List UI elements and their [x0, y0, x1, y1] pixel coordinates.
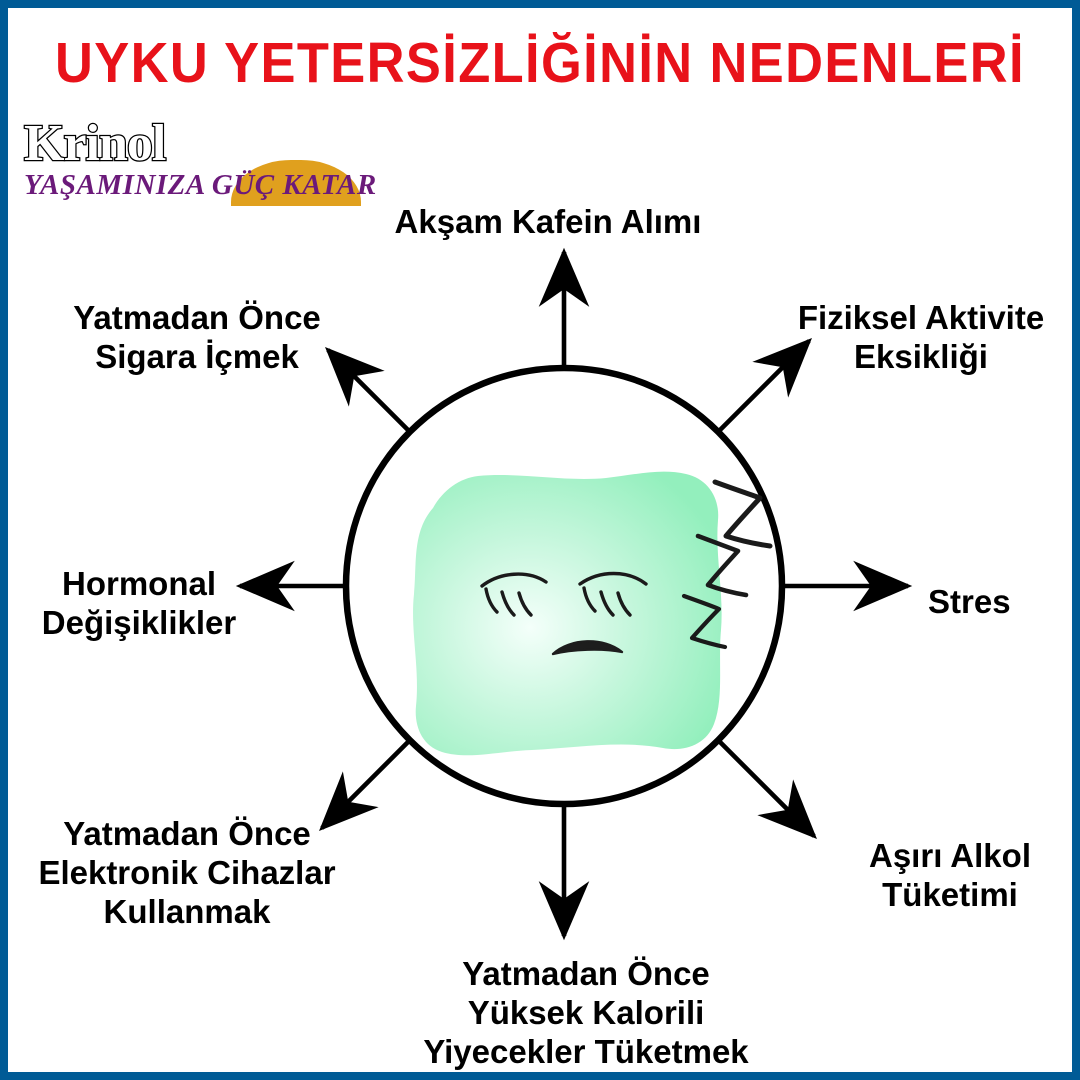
arrow-alcohol: [716, 738, 817, 839]
label-smoking: Yatmadan Önce Sigara İçmek: [73, 299, 321, 375]
brand-logo: Krinol YAŞAMINIZA GÜÇ KATAR: [16, 114, 376, 218]
arrow-activity: [716, 338, 812, 434]
logo-slogan-text: YAŞAMINIZA GÜÇ KATAR: [24, 169, 377, 201]
label-high-calorie-food: Yatmadan Önce Yüksek Kalorili Yiyecekler…: [423, 955, 749, 1070]
label-caffeine: Akşam Kafein Alımı: [394, 203, 702, 240]
arrow-group: [235, 247, 913, 941]
snore-zigzag-marks: [681, 479, 773, 650]
frown-mouth: [551, 640, 624, 656]
label-physical-activity: Fiziksel Aktivite Eksikliği: [797, 299, 1045, 375]
label-electronic-devices: Yatmadan Önce Elektronik Cihazlar Kullan…: [38, 815, 336, 930]
label-stress: Stres: [928, 583, 1011, 620]
arrow-devices: [319, 738, 412, 831]
sleepy-face-shape: [413, 471, 722, 756]
causes-diagram: [235, 247, 913, 941]
arrow-smoking: [325, 347, 412, 434]
snore-mark-large: [712, 479, 773, 549]
left-eye-closed: [480, 572, 548, 617]
label-hormonal-changes: Hormonal Değişiklikler: [41, 565, 237, 641]
logo-brand-text: Krinol: [23, 114, 168, 173]
page-title: UYKU YETERSİZLİĞİNİN NEDENLERİ: [55, 31, 1025, 95]
snore-mark-small: [681, 593, 728, 650]
label-alcohol: Aşırı Alkol Tüketimi: [869, 837, 1031, 913]
right-eye-closed: [578, 571, 648, 617]
snore-mark-medium: [695, 533, 749, 598]
